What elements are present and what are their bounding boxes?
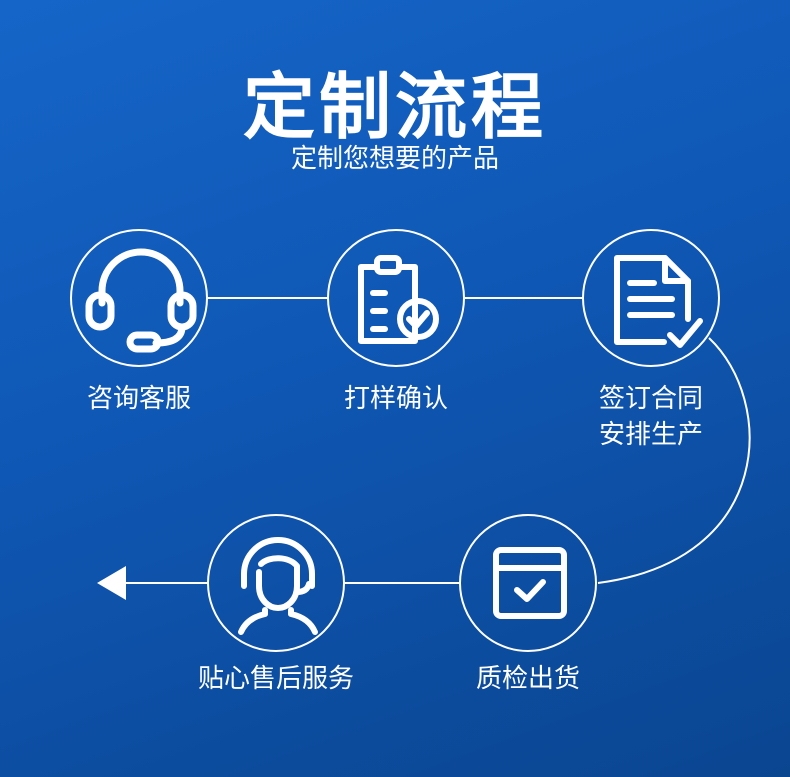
step-consult-label: 咨询客服 (86, 384, 191, 414)
connector-3-4 (597, 337, 751, 584)
document-check-icon (614, 255, 703, 348)
end-arrow-icon (97, 566, 126, 600)
step-aftersale (207, 514, 345, 652)
step-contract (582, 229, 720, 367)
calendar-check-icon (493, 547, 567, 619)
page-subtitle: 定制您想要的产品 (290, 144, 499, 174)
page-title: 定制流程 (242, 65, 547, 149)
step-inspect (459, 514, 597, 652)
step-consult (70, 229, 208, 367)
clipboard-check-icon (358, 255, 439, 344)
step-inspect-label: 质检出货 (475, 664, 580, 694)
step-sample-label: 打样确认 (343, 384, 448, 414)
step-sample (327, 229, 465, 367)
step-contract-label: 签订合同 安排生产 (572, 381, 730, 453)
step-contract-line2: 安排生产 (598, 420, 703, 450)
support-agent-icon (238, 537, 318, 635)
headset-icon (85, 248, 197, 353)
step-contract-line1: 签订合同 (598, 384, 703, 414)
step-aftersale-label: 贴心售后服务 (197, 664, 354, 694)
